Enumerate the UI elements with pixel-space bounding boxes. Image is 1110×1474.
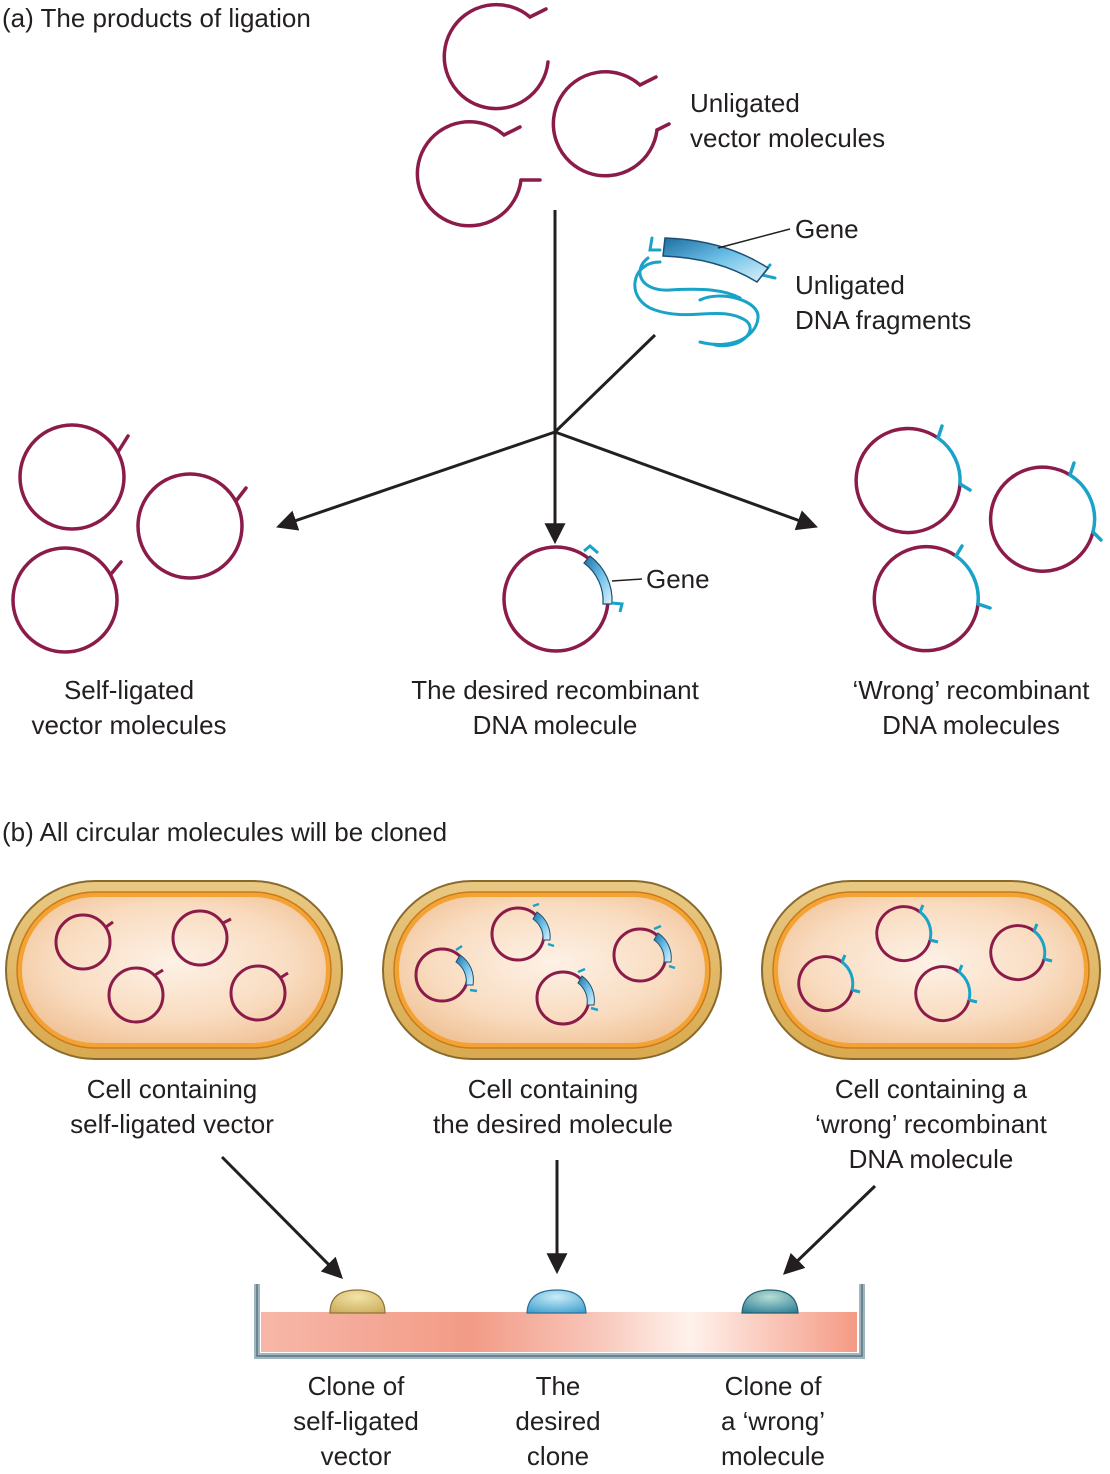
cell-wrong — [761, 880, 1101, 1060]
cell-desired-label: Cell containing the desired molecule — [433, 1074, 673, 1139]
self-ligated-vector — [18, 423, 126, 531]
wrong-recombinant-molecule — [988, 461, 1103, 573]
colony-wrong — [741, 1289, 799, 1314]
gene-segment — [662, 237, 770, 283]
clone-arrows — [220, 1155, 877, 1279]
clone-wrong-label: Clone of a ‘wrong’ molecule — [720, 1371, 826, 1471]
gene-label: Gene — [795, 214, 859, 244]
cell-desired — [382, 880, 722, 1060]
colony-desired — [526, 1289, 587, 1314]
arrow-to-self-ligated-clone — [220, 1155, 343, 1279]
wrong-recombinant-group — [854, 424, 1103, 653]
unligated-dna-fragments — [633, 236, 777, 348]
desired-gene-pointer — [611, 578, 643, 582]
arrow-to-self-ligated — [276, 430, 556, 531]
clone-desired-label: The desired clone — [515, 1371, 601, 1471]
wrong-recombinant-molecule — [854, 424, 972, 535]
panel-b-title: (b) All circular molecules will be clone… — [2, 817, 448, 847]
panel-a-title: (a) The products of ligation — [2, 3, 311, 33]
wrong-label: ‘Wrong’ recombinant DNA molecules — [852, 675, 1090, 740]
arrow-to-wrong-clone — [782, 1184, 877, 1275]
desired-gene-label: Gene — [646, 564, 710, 594]
cell-self-ligated-label: Cell containing self-ligated vector — [70, 1074, 274, 1139]
open-vector-molecule — [442, 2, 550, 111]
self-ligated-vector — [136, 472, 244, 580]
unligated-vector-label: Unligated vector molecules — [690, 88, 886, 153]
colony-self-ligated — [329, 1289, 386, 1314]
open-vector-molecule — [415, 120, 523, 228]
wrong-recombinant-molecule — [872, 544, 992, 653]
cell-wrong-label: Cell containing a ‘wrong’ recombinant DN… — [815, 1074, 1047, 1174]
ligation-arrows — [276, 210, 818, 545]
arrow-to-wrong — [554, 430, 818, 531]
unligated-fragments-label: Unligated DNA fragments — [795, 270, 972, 335]
fragment-stem-line — [553, 333, 657, 434]
unligated-vector-group — [415, 2, 671, 228]
cell-self-ligated — [5, 880, 343, 1060]
desired-recombinant-molecule — [502, 544, 643, 653]
self-ligated-vector — [11, 546, 119, 654]
agar-plate — [254, 1284, 865, 1359]
self-ligated-label: Self-ligated vector molecules — [31, 675, 227, 740]
open-vector-molecule — [551, 70, 659, 178]
gene-pointer-line — [717, 228, 791, 249]
clone-self-ligated-label: Clone of self-ligated vector — [293, 1371, 419, 1471]
self-ligated-vector-group — [11, 423, 248, 654]
desired-label: The desired recombinant DNA molecule — [411, 675, 699, 740]
